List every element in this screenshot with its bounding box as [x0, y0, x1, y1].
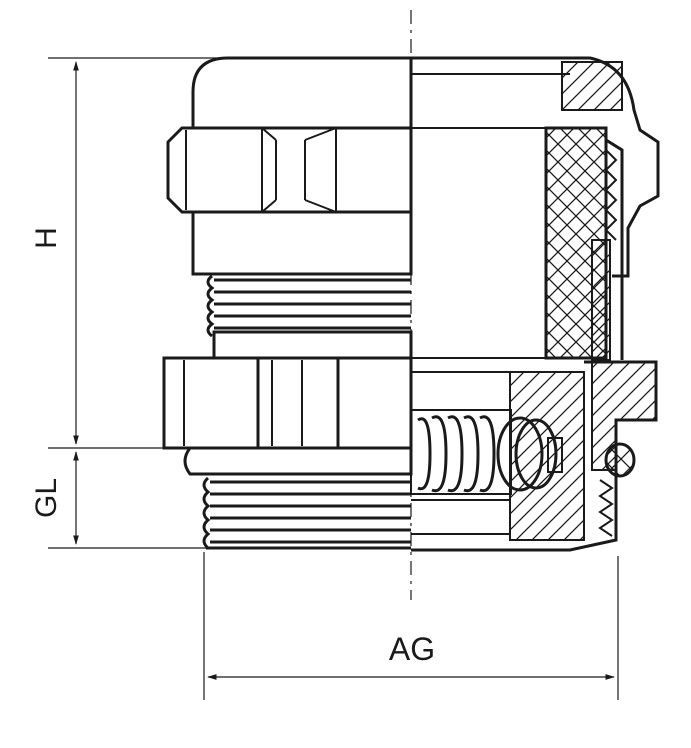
- dimension-lines: H GL AG: [30, 57, 619, 700]
- height-label: H: [30, 227, 63, 249]
- lower-thread: [202, 476, 411, 550]
- thread-diameter-label: AG: [389, 631, 435, 667]
- spring: [410, 409, 563, 495]
- gland-section-view: [410, 56, 660, 552]
- gland-exterior-view: [162, 56, 413, 550]
- o-ring: [604, 442, 636, 478]
- upper-thread: [206, 274, 411, 338]
- thread-length-label: GL: [30, 478, 63, 518]
